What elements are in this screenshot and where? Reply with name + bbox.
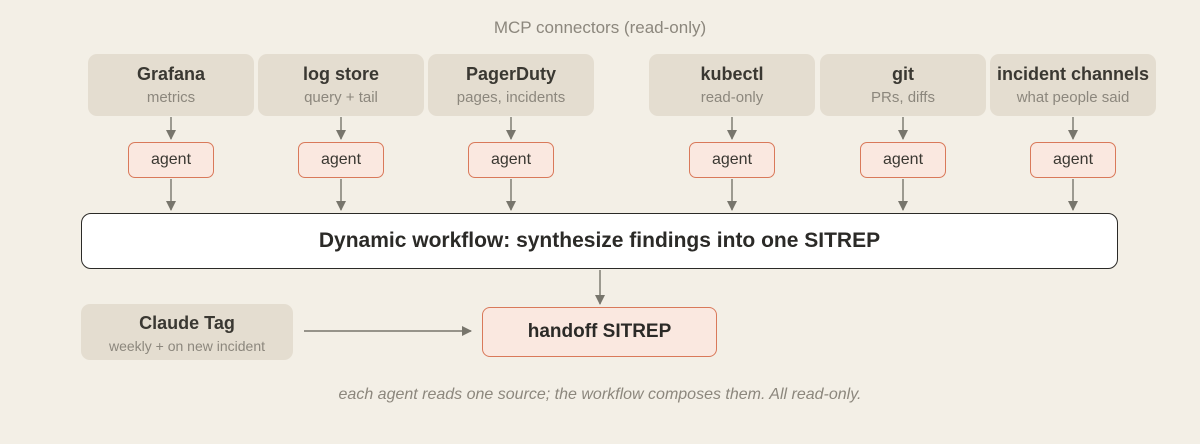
agent-git: agent (860, 142, 946, 178)
workflow-box: Dynamic workflow: synthesize findings in… (81, 213, 1118, 269)
source-description: read-only (700, 89, 764, 106)
source-description: pages, incidents (456, 89, 566, 106)
source-kubectl: kubectl read-only (649, 54, 815, 116)
source-description: query + tail (304, 89, 378, 106)
agent-pagerduty: agent (468, 142, 554, 178)
source-log-store: log store query + tail (258, 54, 424, 116)
agent-kubectl: agent (689, 142, 775, 178)
source-pagerduty: PagerDuty pages, incidents (428, 54, 594, 116)
source-name: Grafana (136, 64, 206, 84)
diagram-caption: each agent reads one source; the workflo… (338, 386, 862, 403)
source-name: incident channels (996, 64, 1150, 84)
source-name: kubectl (700, 64, 764, 84)
source-name: PagerDuty (465, 64, 557, 84)
diagram-header: MCP connectors (read-only) (493, 18, 707, 37)
agent-log-store: agent (298, 142, 384, 178)
trigger-name: Claude Tag (139, 313, 235, 333)
source-name: log store (302, 64, 379, 84)
source-description: PRs, diffs (871, 89, 935, 106)
source-description: metrics (146, 89, 196, 106)
source-name: git (892, 64, 914, 84)
agent-grafana: agent (128, 142, 214, 178)
trigger-box: Claude Tag weekly + on new incident (81, 304, 293, 360)
source-grafana: Grafana metrics (88, 54, 254, 116)
source-description: what people said (1016, 89, 1130, 106)
agent-incident-channels: agent (1030, 142, 1116, 178)
handoff-box: handoff SITREP (482, 307, 717, 357)
source-git: git PRs, diffs (820, 54, 986, 116)
trigger-description: weekly + on new incident (108, 338, 266, 354)
source-incident-channels: incident channels what people said (990, 54, 1156, 116)
